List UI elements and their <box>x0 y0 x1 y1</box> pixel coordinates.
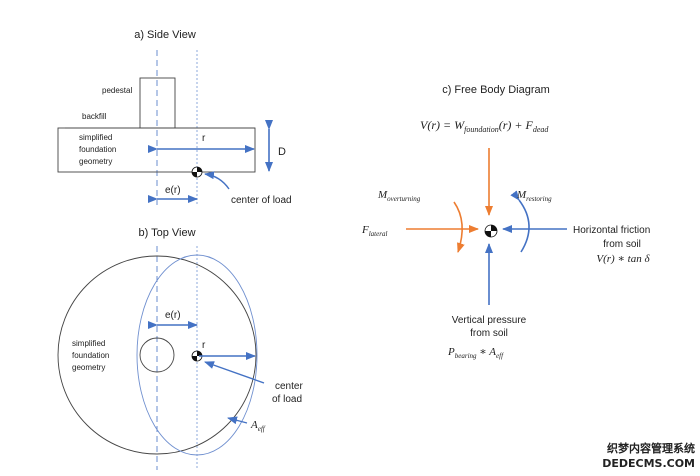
watermark-line-1: 织梦内容管理系统 <box>607 441 695 455</box>
top-center-of-load-pointer <box>204 361 265 384</box>
top-center-line-2: of load <box>272 394 302 405</box>
watermark-line-2: DEDECMS.COM <box>602 457 695 470</box>
side-center-of-load-symbol <box>191 166 203 178</box>
side-geometry-line-1: simplified <box>79 133 112 142</box>
pressure-line-1: Vertical pressure <box>452 315 527 326</box>
top-view-title: b) Top View <box>138 227 195 239</box>
top-geometry-line-2: foundation <box>72 351 109 360</box>
side-geometry-line-2: foundation <box>79 145 116 154</box>
m-restoring-label: Mrestoring <box>516 189 552 203</box>
free-body-diagram: c) Free Body Diagram V(r) = Wfoundation(… <box>361 84 650 360</box>
top-r-label: r <box>202 340 206 351</box>
fbd-equation: V(r) = Wfoundation(r) + Fdead <box>420 118 549 134</box>
pedestal-shape <box>139 77 176 129</box>
top-center-of-load-symbol <box>191 350 203 362</box>
side-r-label: r <box>202 133 206 144</box>
side-view: a) Side View pedestal backfill simplifie… <box>57 29 292 206</box>
a-eff-pointer <box>227 416 248 425</box>
pressure-equation: Pbearing ∗ Aeff <box>447 346 504 360</box>
watermark: 织梦内容管理系统 DEDECMS.COM <box>602 441 695 470</box>
foundation-shape <box>57 127 256 173</box>
restoring-moment-arrow <box>510 190 530 253</box>
top-pedestal-circle <box>139 337 175 373</box>
side-d-label: D <box>278 146 286 158</box>
overturning-moment-arrow <box>453 201 465 253</box>
side-center-of-load-label: center of load <box>231 195 292 206</box>
pressure-line-2: from soil <box>470 328 508 339</box>
fbd-title: c) Free Body Diagram <box>442 84 550 96</box>
top-view: b) Top View simplified foundation geomet… <box>57 227 303 470</box>
top-er-label: e(r) <box>165 310 181 321</box>
side-geometry-line-3: geometry <box>79 157 112 166</box>
side-center-of-load-pointer <box>204 171 230 190</box>
side-view-title: a) Side View <box>134 29 196 41</box>
fbd-center-of-load-symbol <box>484 224 498 238</box>
top-geometry-line-1: simplified <box>72 339 105 348</box>
friction-equation: V(r) ∗ tan δ <box>596 253 650 265</box>
top-center-line-1: center <box>275 381 303 392</box>
top-geometry-line-3: geometry <box>72 363 105 372</box>
friction-line-2: from soil <box>603 239 641 250</box>
friction-line-1: Horizontal friction <box>573 225 650 236</box>
backfill-label: backfill <box>82 112 107 121</box>
f-lateral-label: Flateral <box>361 224 387 238</box>
effective-area-ellipse <box>136 254 258 456</box>
top-foundation-circle <box>57 255 257 455</box>
side-er-label: e(r) <box>165 185 181 196</box>
pedestal-label: pedestal <box>102 86 132 95</box>
a-eff-label: Aeff <box>250 419 266 433</box>
m-overturning-label: Moverturning <box>377 189 421 203</box>
